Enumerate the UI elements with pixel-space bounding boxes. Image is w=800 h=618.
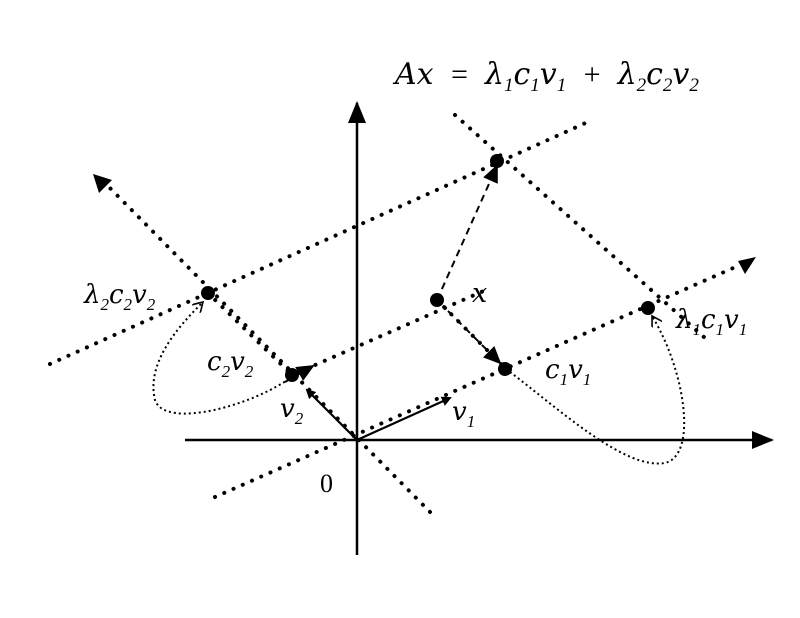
segment-l2c2v2-to-c2v2 — [206, 291, 294, 377]
parallel-line-through-c2v2 — [295, 287, 490, 375]
label-origin: 0 — [320, 469, 333, 498]
label-c2v2: c2v2 — [207, 347, 254, 381]
eigen-line-v2 — [93, 174, 432, 514]
label-lambda1-c1v1: λ1c1v1 — [675, 305, 747, 339]
vector-v2 — [305, 388, 358, 441]
label-lambda2-c2v2: λ2c2v2 — [83, 280, 156, 314]
equation-title: Ax = λ1c1v1 + λ2c2v2 — [392, 57, 699, 99]
point-x — [430, 293, 444, 307]
parallel-line-through-l1c1v1 — [453, 113, 707, 340]
parallel-line-through-l2c2v2 — [48, 119, 592, 366]
label-x: x — [472, 278, 487, 309]
dashed-vector-x-to-c1v1 — [447, 310, 502, 365]
curved-arrow-c1v1-to-l1c1v1 — [509, 316, 686, 465]
label-v2: v2 — [280, 394, 304, 428]
point-c2v2 — [285, 368, 299, 382]
label-c1v1: c1v1 — [545, 355, 591, 389]
point-c1v1 — [498, 362, 512, 376]
dashed-vector-x-to-ax — [436, 164, 498, 301]
point-l2c2v2 — [201, 286, 215, 300]
vector-v1 — [356, 396, 452, 442]
eigen-line-v1 — [213, 257, 756, 499]
label-v1: v1 — [452, 397, 475, 431]
point-l1c1v1 — [641, 301, 655, 315]
point-ax — [490, 154, 504, 168]
curved-arrow-c2v2-to-l2c2v2 — [152, 302, 294, 415]
